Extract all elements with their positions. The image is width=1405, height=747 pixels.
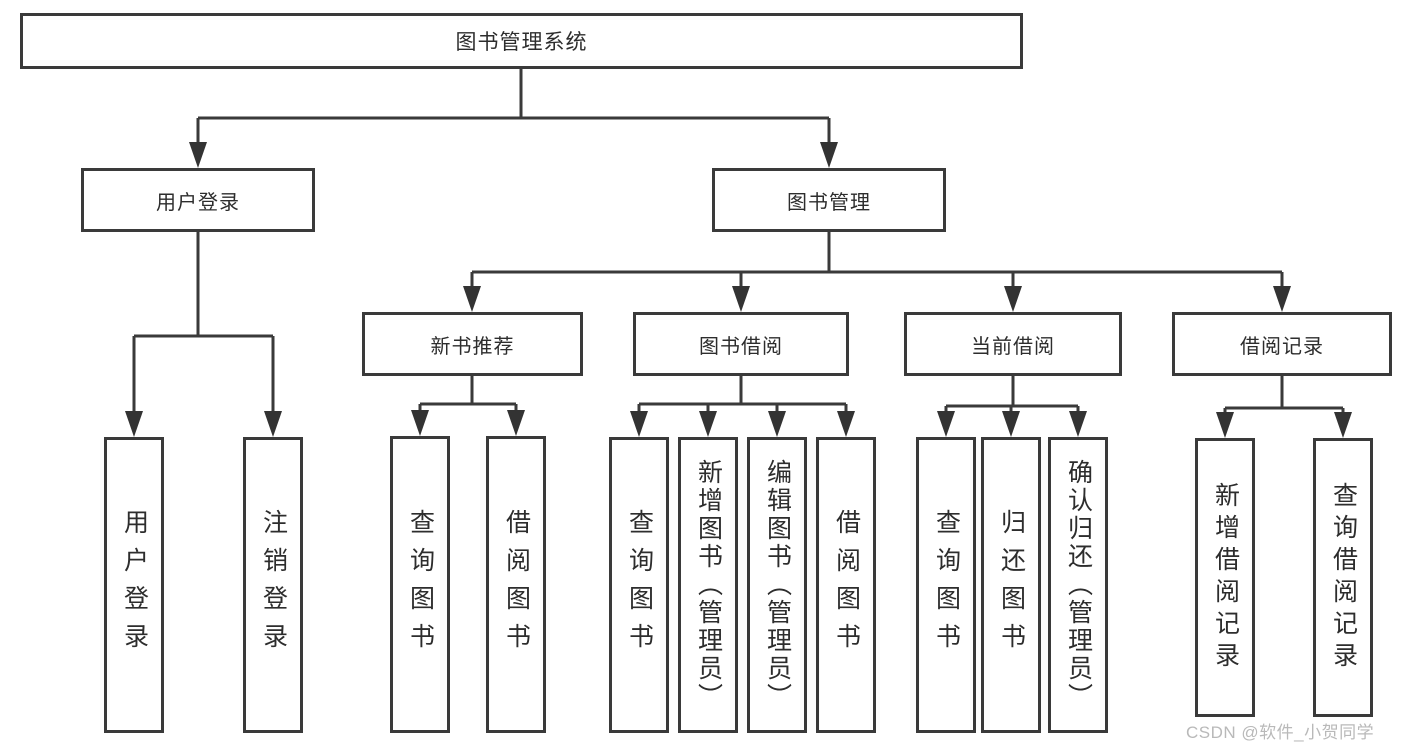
leaf-confirm-return-admin: 确认归还（管理员） — [1048, 437, 1108, 733]
leaf-return-books: 归还图书 — [981, 437, 1041, 733]
arrowhead — [630, 411, 648, 437]
arrowhead — [1002, 411, 1020, 437]
connector-borrow-records-to-leaves — [1216, 376, 1352, 438]
arrowhead — [699, 411, 717, 437]
connector-current-borrowing-to-leaves — [937, 376, 1087, 437]
leaf-edit-book-admin: 编辑图书（管理员） — [747, 437, 807, 733]
arrowhead — [937, 411, 955, 437]
leaf-label: 查询图书 — [406, 508, 435, 661]
leaf-label: 查询借阅记录 — [1329, 481, 1358, 674]
leaf-label: 注销登录 — [259, 509, 288, 661]
leaf-logout: 注销登录 — [243, 437, 303, 733]
leaf-borrow-books-recommend: 借阅图书 — [486, 436, 546, 733]
arrowhead — [837, 411, 855, 437]
node-borrow-records: 借阅记录 — [1172, 312, 1392, 376]
arrowhead — [1334, 412, 1352, 438]
node-user-login: 用户登录 — [81, 168, 315, 232]
leaf-label: 归还图书 — [997, 509, 1026, 661]
leaf-user-login: 用户登录 — [104, 437, 164, 733]
leaf-query-borrow-record: 查询借阅记录 — [1313, 438, 1373, 717]
arrowhead — [463, 286, 481, 312]
connector-book-borrowing-to-leaves — [630, 376, 855, 437]
arrowhead — [411, 410, 429, 436]
leaf-query-books-borrowing: 查询图书 — [609, 437, 669, 733]
leaf-add-borrow-record: 新增借阅记录 — [1195, 438, 1255, 717]
arrowhead — [507, 410, 525, 436]
arrowhead — [264, 411, 282, 437]
leaf-label: 借阅图书 — [832, 509, 861, 661]
leaf-label: 查询图书 — [625, 509, 654, 661]
connector-root-to-level2 — [189, 69, 838, 168]
leaf-add-book-admin: 新增图书（管理员） — [678, 437, 738, 733]
arrowhead — [768, 411, 786, 437]
arrowhead — [189, 142, 207, 168]
arrowhead — [1004, 286, 1022, 312]
leaf-label: 借阅图书 — [502, 508, 531, 661]
leaf-label: 编辑图书（管理员） — [763, 459, 792, 711]
leaf-label: 查询图书 — [932, 509, 961, 661]
arrowhead — [125, 411, 143, 437]
arrowhead — [1069, 411, 1087, 437]
arrowhead — [1273, 286, 1291, 312]
leaf-label: 用户登录 — [120, 509, 149, 661]
node-library-management-system: 图书管理系统 — [20, 13, 1023, 69]
arrowhead — [820, 142, 838, 168]
node-new-book-recommendation: 新书推荐 — [362, 312, 583, 376]
connector-new-book-recommendation-to-leaves — [411, 376, 525, 436]
leaf-label: 新增图书（管理员） — [694, 459, 723, 711]
arrowhead — [1216, 412, 1234, 438]
node-book-borrowing: 图书借阅 — [633, 312, 849, 376]
leaf-query-books-current: 查询图书 — [916, 437, 976, 733]
connector-user-login-to-leaves — [125, 232, 282, 437]
leaf-borrow-books-borrowing: 借阅图书 — [816, 437, 876, 733]
node-book-management: 图书管理 — [712, 168, 946, 232]
arrowhead — [732, 286, 750, 312]
node-current-borrowing: 当前借阅 — [904, 312, 1122, 376]
connector-book-management-to-level3 — [463, 232, 1291, 312]
leaf-query-books-recommend: 查询图书 — [390, 436, 450, 733]
leaf-label: 新增借阅记录 — [1211, 481, 1240, 674]
leaf-label: 确认归还（管理员） — [1064, 459, 1093, 711]
csdn-watermark: CSDN @软件_小贺同学 — [1186, 723, 1375, 742]
